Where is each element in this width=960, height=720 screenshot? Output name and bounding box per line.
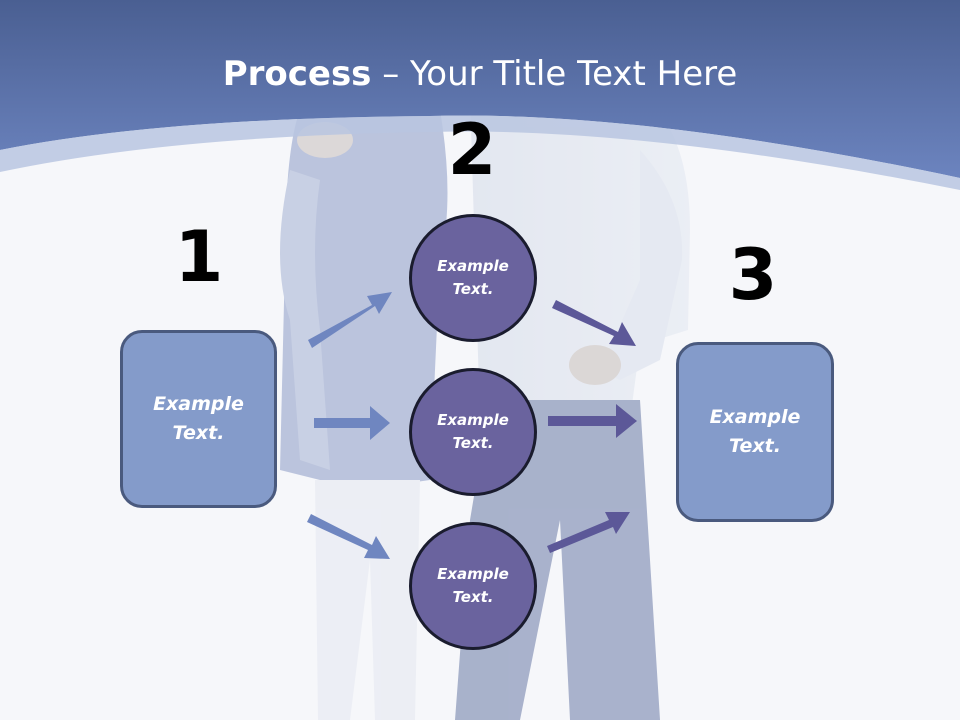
circle-bottom: Example Text. [409, 522, 537, 650]
step-number-1: 1 [174, 216, 224, 298]
circle-top: Example Text. [409, 214, 537, 342]
circle-middle-label: Example Text. [437, 411, 509, 452]
right-box: Example Text. [676, 342, 834, 522]
circle-top-label: Example Text. [437, 257, 509, 298]
left-box-label: Example Text. [153, 393, 244, 444]
header-swoosh [0, 115, 960, 190]
circle-bottom-label: Example Text. [437, 565, 509, 606]
slide-title: Process – Your Title Text Here [0, 52, 960, 96]
left-box: Example Text. [120, 330, 277, 508]
step-number-3: 3 [728, 234, 778, 316]
title-rest: – Your Title Text Here [371, 54, 738, 94]
circle-middle: Example Text. [409, 368, 537, 496]
title-bold: Process [222, 54, 372, 94]
step-number-2: 2 [447, 109, 497, 191]
right-box-label: Example Text. [709, 406, 801, 457]
header-band [0, 0, 960, 178]
